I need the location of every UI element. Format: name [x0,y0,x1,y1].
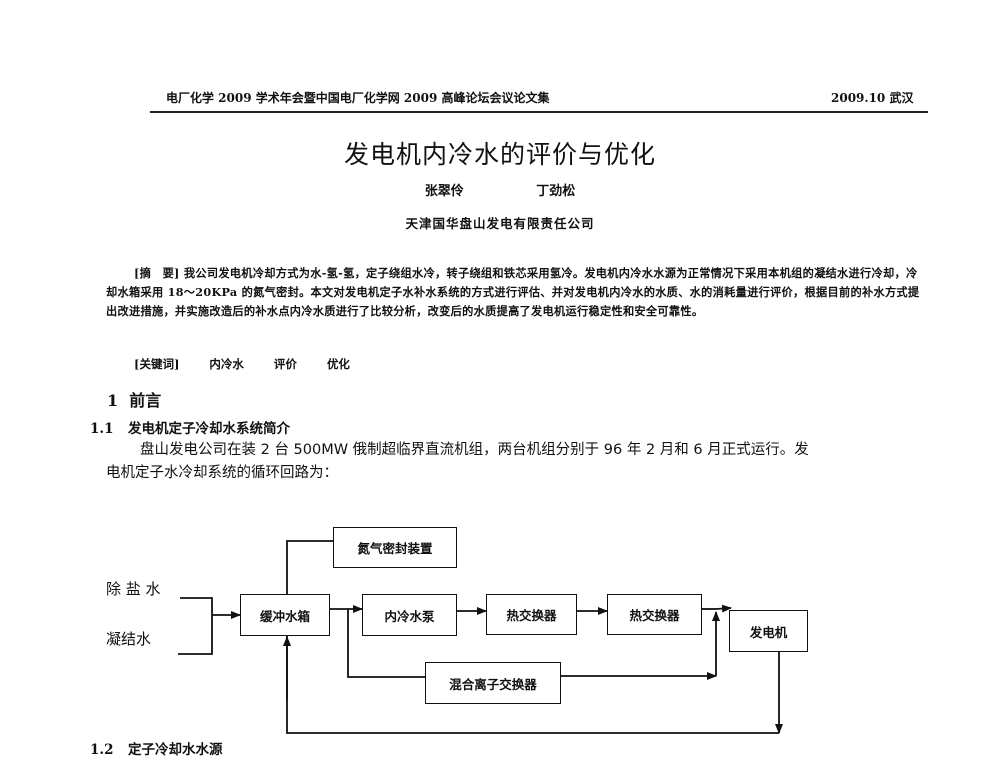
heat-exchanger-1-box: 热交换器 [486,594,577,635]
section-number: 1.1 [90,421,114,437]
section-heading-1: 1 前言 [107,387,161,411]
input-label-demineralized-water: 除 盐 水 [106,580,161,598]
paragraph-line: 盘山发电公司在装 2 台 500MW 俄制超临界直流机组，两台机组分别于 96 … [140,442,809,458]
abstract: [摘 要] 我公司发电机冷却方式为水-氢-氢，定子绕组水冷，转子绕组和铁芯采用氢… [106,264,921,321]
keyword: 内冷水 [209,357,244,371]
section-title: 发电机定子冷却水系统简介 [128,421,290,437]
generator-box: 发电机 [729,610,808,652]
keywords: [关键词] 内冷水 评价 优化 [134,356,376,372]
nitrogen-seal-box: 氮气密封装置 [333,527,457,568]
author: 丁劲松 [536,184,576,199]
buffer-tank-box: 缓冲水箱 [240,594,330,636]
section-number: 1.2 [90,742,114,758]
abstract-label: [摘 要] [134,266,180,280]
running-header-right: 2009.10 武汉 [831,91,914,105]
paper-title: 发电机内冷水的评价与优化 [343,140,656,169]
abstract-text: 我公司发电机冷却方式为水-氢-氢，定子绕组水冷，转子绕组和铁芯采用氢冷。发电机内… [106,266,920,318]
keywords-label: [关键词] [134,357,180,371]
input-label-condensate: 凝结水 [106,630,152,648]
section-title: 定子冷却水水源 [128,742,223,758]
keyword: 优化 [326,357,350,371]
mixed-ion-exchanger-box: 混合离子交换器 [425,662,561,704]
running-header-left: 电厂化学 2009 学术年会暨中国电厂化学网 2009 高峰论坛会议论文集 [166,91,550,105]
keyword: 评价 [273,357,297,371]
section-number: 1 [107,391,119,410]
affiliation: 天津国华盘山发电有限责任公司 [405,216,595,231]
cooling-pump-box: 内冷水泵 [362,594,457,636]
section-heading-1-1: 1.1 发电机定子冷却水系统简介 [90,417,290,437]
author-list: 张翠伶 丁劲松 [0,180,1000,199]
paragraph-line: 电机定子水冷却系统的循环回路为： [106,465,338,481]
header-rule [150,111,928,113]
section-title: 前言 [129,391,162,410]
author: 张翠伶 [424,184,464,199]
heat-exchanger-2-box: 热交换器 [607,594,702,635]
section-heading-1-2: 1.2 定子冷却水水源 [90,738,223,758]
